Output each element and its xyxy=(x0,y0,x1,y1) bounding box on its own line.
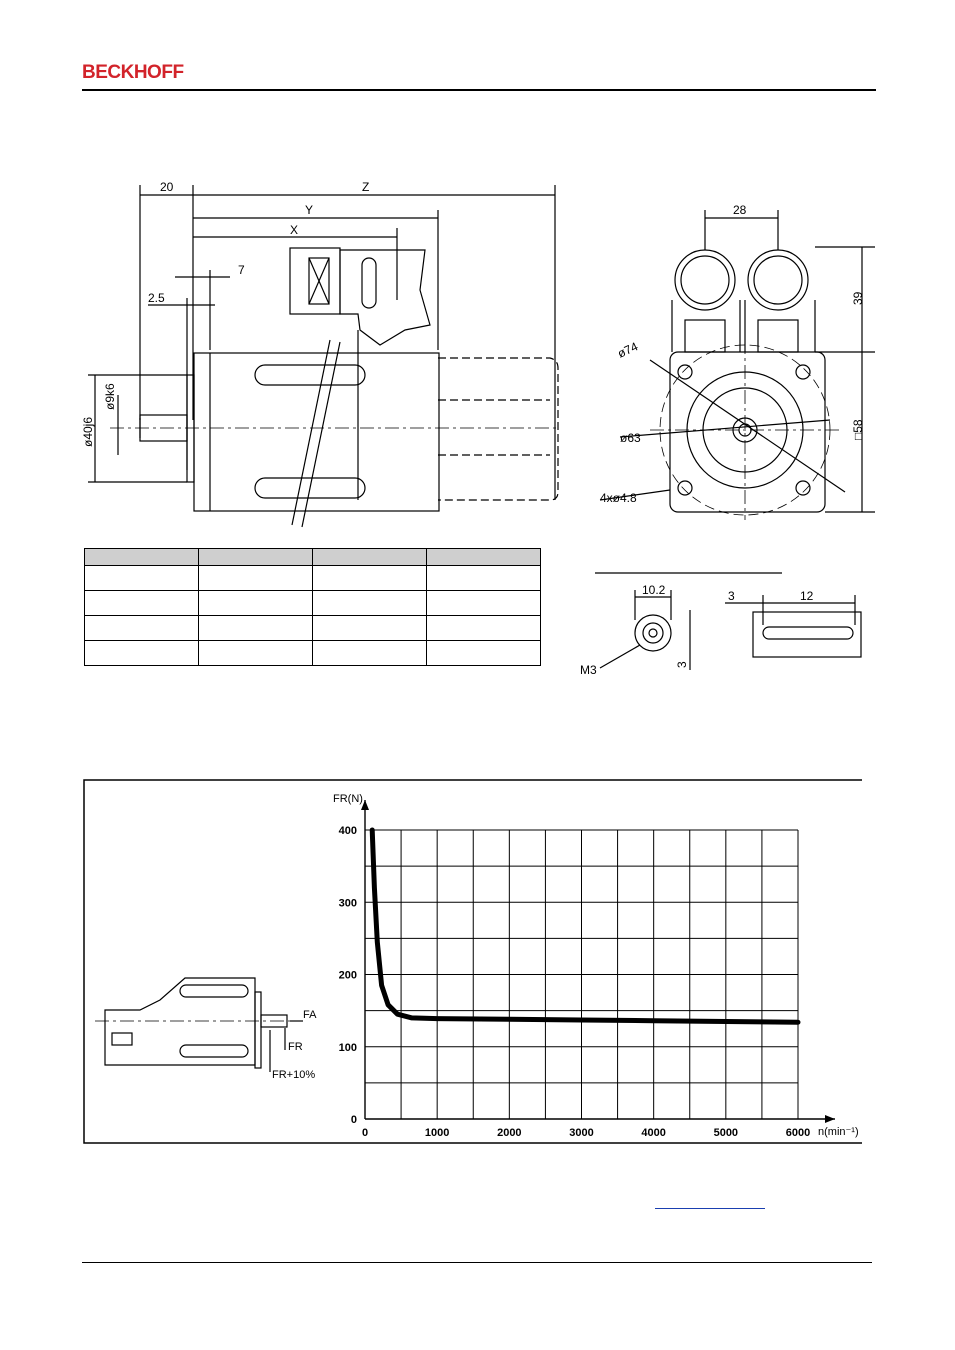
dim-20: 20 xyxy=(160,180,174,194)
dim-holes: 4xø4.8 xyxy=(600,491,637,505)
dim-d74: ø74 xyxy=(615,339,640,361)
table-row xyxy=(84,565,541,591)
dim-12: 12 xyxy=(800,589,814,603)
x-tick-label: 3000 xyxy=(569,1127,593,1139)
table-row xyxy=(84,590,541,616)
radial-force-chart-panel: FA FR FR+10% 0 1000 2000 3000 4000 5000 6000 0 1… xyxy=(83,779,862,1144)
x-tick-label: 4000 xyxy=(641,1127,665,1139)
table-header-row xyxy=(84,548,541,566)
dimension-table xyxy=(84,548,541,666)
annotation-fr: FR xyxy=(288,1041,303,1053)
x-tick-label: 6000 xyxy=(786,1127,810,1139)
dim-flange-j6: ø40j6 xyxy=(81,417,95,447)
y-tick-label: 300 xyxy=(339,897,357,909)
beckhoff-logo: BECKHOFF xyxy=(82,62,184,83)
table-header-cell xyxy=(426,548,541,566)
x-tick-label: 1000 xyxy=(425,1127,449,1139)
y-tick-label: 200 xyxy=(339,970,357,982)
dim-x: X xyxy=(290,223,298,237)
dim-2-5: 2.5 xyxy=(148,291,165,305)
y-axis-label: FR(N) xyxy=(333,793,363,805)
y-axis-arrow xyxy=(361,800,369,810)
x-tick-label: 5000 xyxy=(714,1127,738,1139)
dim-39: 39 xyxy=(851,291,865,305)
header-rule xyxy=(82,89,876,91)
table-header-cell xyxy=(312,548,427,566)
table-header-cell xyxy=(198,548,313,566)
table-row xyxy=(84,615,541,641)
series-line xyxy=(369,827,801,1025)
dim-7: 7 xyxy=(238,263,245,277)
dim-d63: ø63 xyxy=(620,431,641,445)
annotation-fr10: FR+10% xyxy=(272,1069,315,1081)
dim-28: 28 xyxy=(733,203,747,217)
dim-sq58: □58 xyxy=(851,419,865,440)
dim-m3: M3 xyxy=(580,663,597,677)
dim-z: Z xyxy=(362,180,369,194)
table-row xyxy=(84,640,541,666)
x-axis-label: n(min⁻¹) xyxy=(818,1126,859,1138)
radial-force-chart: 0 1000 2000 3000 4000 5000 6000 0 100 200 300 400 n(… xyxy=(333,793,859,1139)
annotation-fa: FA xyxy=(303,1009,317,1021)
motor-load-sketch xyxy=(95,977,303,1072)
dim-3b: 3 xyxy=(675,661,689,668)
y-tick-label: 100 xyxy=(339,1042,357,1054)
footer-rule xyxy=(82,1262,872,1263)
y-tick-label: 0 xyxy=(351,1114,357,1126)
y-tick-label: 400 xyxy=(339,825,357,837)
dim-shaft-k6: ø9k6 xyxy=(103,383,117,410)
dim-10-2: 10.2 xyxy=(642,583,666,597)
motor-dimension-drawing: 20 Z Y X 7 2.5 ø9k6 ø40j6 28 39 □58 ø74 … xyxy=(81,180,875,677)
x-tick-label: 2000 xyxy=(497,1127,521,1139)
dim-3a: 3 xyxy=(728,589,735,603)
hyperlink-underline[interactable] xyxy=(655,1208,765,1209)
dim-y: Y xyxy=(305,203,313,217)
x-tick-label: 0 xyxy=(362,1127,368,1139)
x-axis-arrow xyxy=(825,1115,835,1123)
table-header-cell xyxy=(84,548,199,566)
